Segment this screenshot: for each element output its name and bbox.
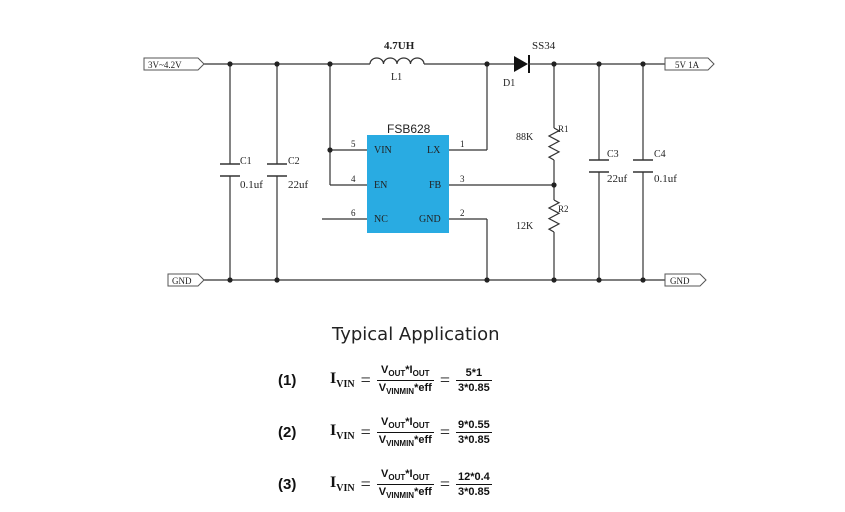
equation-3: (3) IVIN = VOUT*IOUT VVINMIN*eff = 12*0.… [278,468,492,500]
svg-text:R2: R2 [558,204,569,214]
svg-text:5: 5 [351,139,356,149]
vout-port: 5V 1A [664,57,715,71]
svg-text:0.1uf: 0.1uf [654,173,677,185]
svg-text:88K: 88K [516,132,534,143]
gnd-port-left: GND [167,273,205,287]
capacitor-c1: C1 0.1uf [220,156,263,191]
equation-2: (2) IVIN = VOUT*IOUT VVINMIN*eff = 9*0.5… [278,416,492,448]
svg-text:6: 6 [351,208,356,218]
formula-fraction: VOUT*IOUT VVINMIN*eff [376,364,434,396]
svg-text:FB: FB [429,180,442,191]
resistor-r2: R2 12K [516,199,569,233]
inductor-l1: 4.7UH L1 [369,40,425,83]
svg-text:2: 2 [460,208,465,218]
svg-text:NC: NC [374,214,388,225]
svg-text:22uf: 22uf [607,173,628,185]
junction-dots [227,61,646,283]
svg-text:C2: C2 [288,156,300,167]
ic-fsb628: FSB628 5 VIN 4 EN 6 NC 1 LX 3 FB 2 GND [351,122,465,233]
svg-text:EN: EN [374,180,387,191]
diode-name: D1 [503,78,515,89]
ivin-symbol: IVIN [330,473,355,495]
ic-name: FSB628 [387,122,431,136]
svg-text:GND: GND [670,276,690,286]
formula-fraction: VOUT*IOUT VVINMIN*eff [376,416,434,448]
diode-d1: SS34 D1 [503,40,556,89]
vin-port: 3V~4.2V [143,57,205,71]
svg-text:C3: C3 [607,149,619,160]
svg-text:LX: LX [427,145,441,156]
value-fraction: 12*0.4 3*0.85 [455,470,492,498]
svg-text:5V 1A: 5V 1A [675,60,700,70]
inductor-name: L1 [391,72,402,83]
value-fraction: 5*1 3*0.85 [455,366,492,394]
capacitor-c4: C4 0.1uf [633,149,677,185]
svg-text:22uf: 22uf [288,179,309,191]
svg-text:VIN: VIN [374,145,392,156]
equation-index: (3) [278,475,297,493]
schematic: 3V~4.2V 5V 1A GND GND 4.7UH L1 SS34 D1 C… [143,40,715,287]
diode-part: SS34 [532,40,556,52]
gnd-port-right: GND [664,273,707,287]
ivin-symbol: IVIN [330,369,355,391]
svg-text:0.1uf: 0.1uf [240,179,263,191]
svg-text:3: 3 [460,174,465,184]
equation-1: (1) IVIN = VOUT*IOUT VVINMIN*eff = 5*1 3… [278,364,492,396]
svg-text:R1: R1 [558,124,569,134]
svg-text:12K: 12K [516,221,534,232]
svg-text:C1: C1 [240,156,252,167]
resistor-r1: R1 88K [516,124,569,161]
equation-index: (1) [278,371,297,389]
inductor-value: 4.7UH [384,40,415,52]
svg-text:1: 1 [460,139,465,149]
svg-text:C4: C4 [654,149,666,160]
formula-fraction: VOUT*IOUT VVINMIN*eff [376,468,434,500]
capacitor-c2: C2 22uf [267,156,309,191]
ivin-symbol: IVIN [330,421,355,443]
svg-text:4: 4 [351,174,356,184]
capacitor-c3: C3 22uf [589,149,628,185]
section-title: Typical Application [332,324,500,345]
svg-text:3V~4.2V: 3V~4.2V [148,60,182,70]
svg-text:GND: GND [172,276,192,286]
value-fraction: 9*0.55 3*0.85 [455,418,492,446]
svg-text:GND: GND [419,214,441,225]
equation-index: (2) [278,423,297,441]
wires [204,63,665,281]
